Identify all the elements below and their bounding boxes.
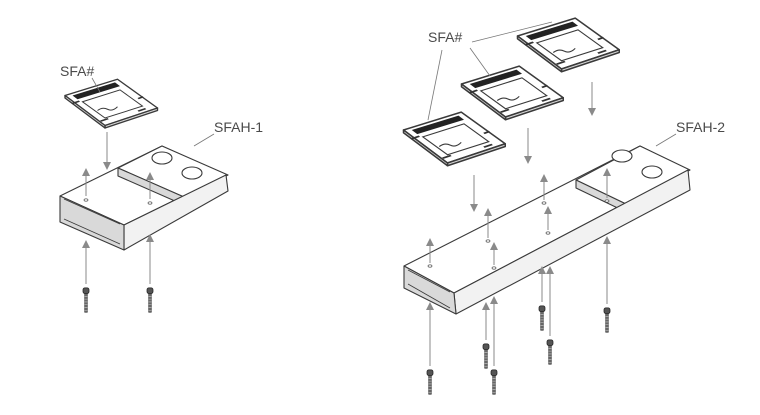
- sfah-1-leader: [193, 133, 215, 147]
- left-assembly: SFA# SFAH-1: [59, 63, 263, 313]
- screw-icon: [426, 369, 434, 395]
- sfah-2-leader: [655, 133, 677, 147]
- left-plate-label: SFA#: [60, 63, 94, 79]
- sfa-plate-left: [64, 78, 159, 129]
- right-plate-leader-3: [427, 49, 443, 121]
- screw-icon: [603, 307, 611, 333]
- sfa-plate-right-3: [516, 17, 621, 73]
- screw-icon: [146, 287, 154, 313]
- sfa-plate-right-2: [460, 65, 565, 121]
- screw-icon: [546, 339, 554, 365]
- left-arrows: [82, 132, 154, 284]
- screw-icon: [82, 287, 90, 313]
- right-plate-leader-2: [469, 47, 491, 77]
- screw-icon: [482, 343, 490, 369]
- right-arrows: [426, 82, 611, 366]
- sfah-1-base: [59, 145, 229, 251]
- sfah-2-base: [403, 145, 691, 315]
- sfa-plate-right-1: [402, 111, 507, 167]
- right-assembly: SFA# SFAH-2: [402, 17, 725, 395]
- screw-icon: [490, 369, 498, 395]
- sfah-1-label: SFAH-1: [214, 119, 263, 135]
- left-plate-leader: [91, 77, 101, 93]
- screw-icon: [538, 305, 546, 331]
- sfah-2-label: SFAH-2: [676, 119, 725, 135]
- right-plate-label: SFA#: [428, 29, 462, 45]
- right-plate-leader-1: [471, 21, 553, 43]
